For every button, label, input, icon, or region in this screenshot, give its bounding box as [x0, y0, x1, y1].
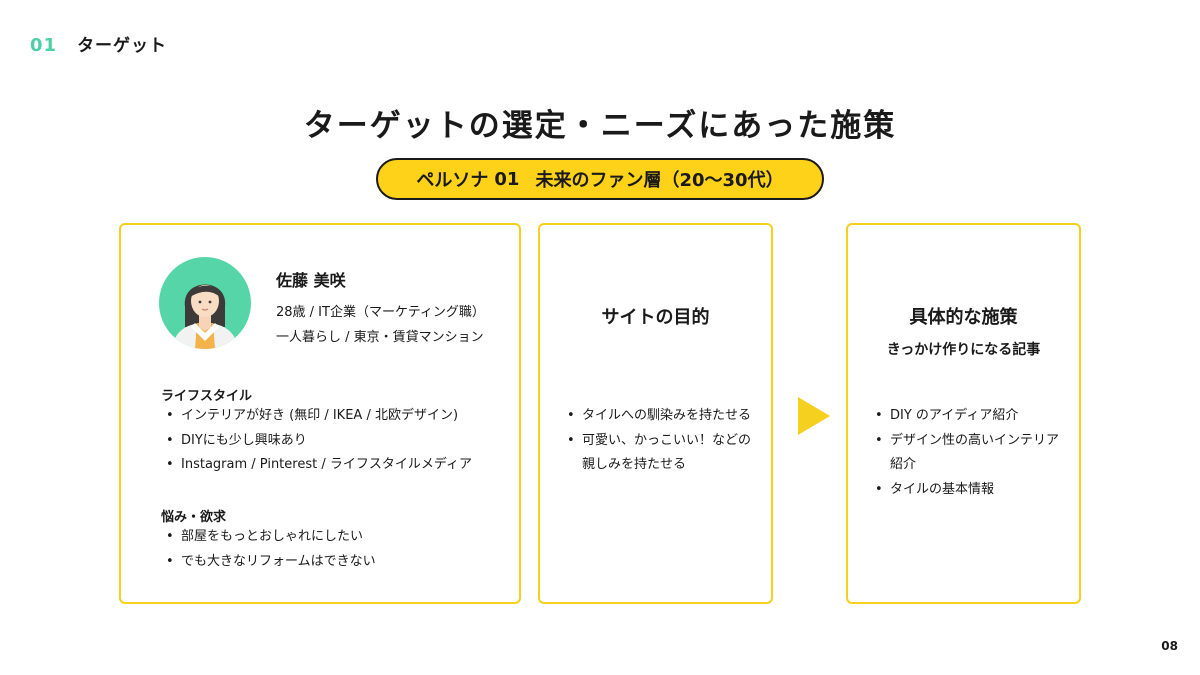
- list-item: デザイン性の高いインテリア: [870, 429, 1059, 454]
- list-item: タイルの基本情報: [870, 478, 1059, 503]
- worries-heading: 悩み・欲求: [161, 510, 227, 525]
- list-item: Instagram / Pinterest / ライフスタイルメディア: [161, 453, 472, 478]
- persona-profile-line: 28歳 / IT企業（マーケティング職）: [276, 305, 485, 320]
- section-number: 01: [30, 35, 58, 56]
- section-header: 01 ターゲット: [30, 31, 167, 56]
- list-item: DIYにも少し興味あり: [161, 429, 472, 454]
- woman-avatar-icon: [171, 284, 239, 349]
- persona-avatar: [159, 257, 251, 349]
- list-item: 部屋をもっとおしゃれにしたい: [161, 525, 376, 550]
- list-item: 可愛い、かっこいい！などの: [562, 429, 751, 454]
- list-item-continuation: 親しみを持たせる: [582, 457, 687, 472]
- list-item-continuation: 紹介: [890, 457, 917, 472]
- persona-badge-title: 未来のファン層（20〜30代）: [535, 170, 784, 191]
- site-purpose-heading: サイトの目的: [601, 307, 710, 328]
- persona-badge: ペルソナ 01 未来のファン層（20〜30代）: [376, 158, 824, 200]
- lifestyle-list: インテリアが好き (無印 / IKEA / 北欧デザイン) DIYにも少し興味あ…: [161, 404, 472, 478]
- lifestyle-heading: ライフスタイル: [161, 389, 253, 404]
- measures-subheading: きっかけ作りになる記事: [886, 342, 1041, 358]
- list-item: タイルへの馴染みを持たせる: [562, 404, 751, 429]
- measures-list: DIY のアイディア紹介 デザイン性の高いインテリア 紹介 タイルの基本情報: [870, 404, 1059, 502]
- page-number: 08: [1161, 639, 1178, 653]
- persona-card: 佐藤 美咲 28歳 / IT企業（マーケティング職） 一人暮らし / 東京・賃貸…: [119, 223, 521, 604]
- persona-name: 佐藤 美咲: [276, 271, 346, 290]
- measures-card: 具体的な施策 きっかけ作りになる記事 DIY のアイディア紹介 デザイン性の高い…: [846, 223, 1081, 604]
- site-purpose-card: サイトの目的 タイルへの馴染みを持たせる 可愛い、かっこいい！などの 親しみを持…: [538, 223, 773, 604]
- persona-profile-line: 一人暮らし / 東京・賃貸マンション: [276, 330, 484, 345]
- site-purpose-list: タイルへの馴染みを持たせる 可愛い、かっこいい！などの 親しみを持たせる: [562, 404, 751, 478]
- arrow-right-icon: [798, 397, 830, 435]
- measures-heading: 具体的な施策: [909, 307, 1018, 328]
- persona-badge-number: 01: [494, 168, 520, 190]
- worries-list: 部屋をもっとおしゃれにしたい でも大きなリフォームはできない: [161, 525, 376, 574]
- section-title: ターゲット: [77, 36, 168, 56]
- slide-title: ターゲットの選定・ニーズにあった施策: [303, 108, 897, 144]
- list-item: DIY のアイディア紹介: [870, 404, 1059, 429]
- list-item: でも大きなリフォームはできない: [161, 550, 376, 575]
- persona-badge-label: ペルソナ: [416, 170, 489, 191]
- list-item: インテリアが好き (無印 / IKEA / 北欧デザイン): [161, 404, 472, 429]
